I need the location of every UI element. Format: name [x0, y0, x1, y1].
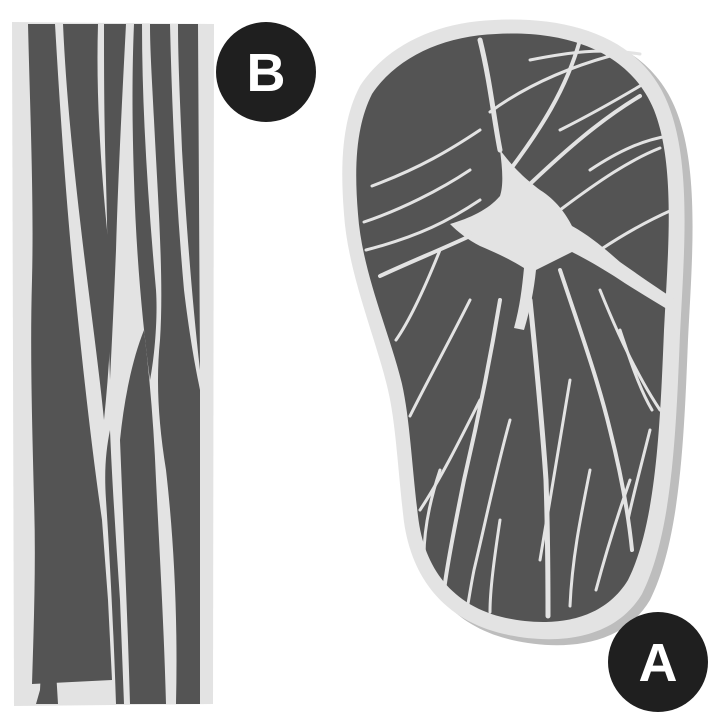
label-badge-a: A — [608, 612, 708, 712]
cross-section-a — [342, 20, 692, 646]
label-a: A — [639, 633, 678, 693]
longitudinal-section-b — [12, 22, 214, 706]
label-b: B — [247, 43, 286, 103]
label-badge-b: B — [216, 22, 316, 122]
